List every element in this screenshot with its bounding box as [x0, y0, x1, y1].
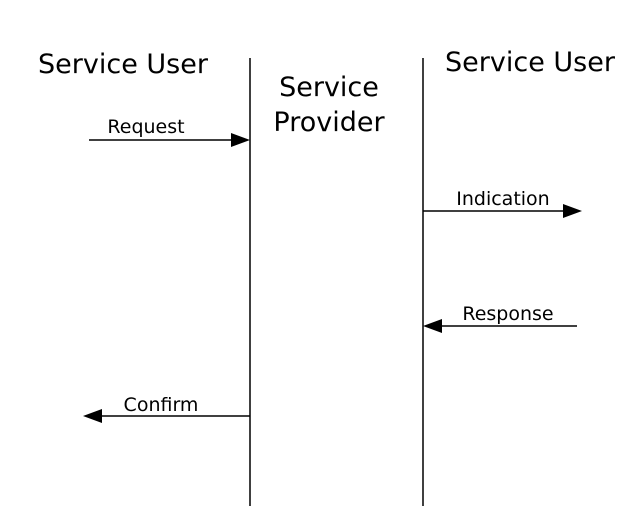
- indication-arrowhead: [563, 204, 582, 218]
- request-label: Request: [107, 116, 184, 138]
- left-service-user-title: Service User: [38, 49, 209, 80]
- response-arrowhead: [423, 319, 442, 333]
- confirm-arrowhead: [83, 409, 102, 423]
- service-provider-title-line1: Service: [279, 72, 379, 103]
- confirm-label: Confirm: [124, 394, 199, 416]
- response-label: Response: [462, 303, 553, 325]
- indication-label: Indication: [456, 188, 549, 210]
- right-service-user-title: Service User: [445, 47, 616, 78]
- request-arrowhead: [231, 133, 250, 147]
- service-provider-title-line2: Provider: [273, 107, 385, 138]
